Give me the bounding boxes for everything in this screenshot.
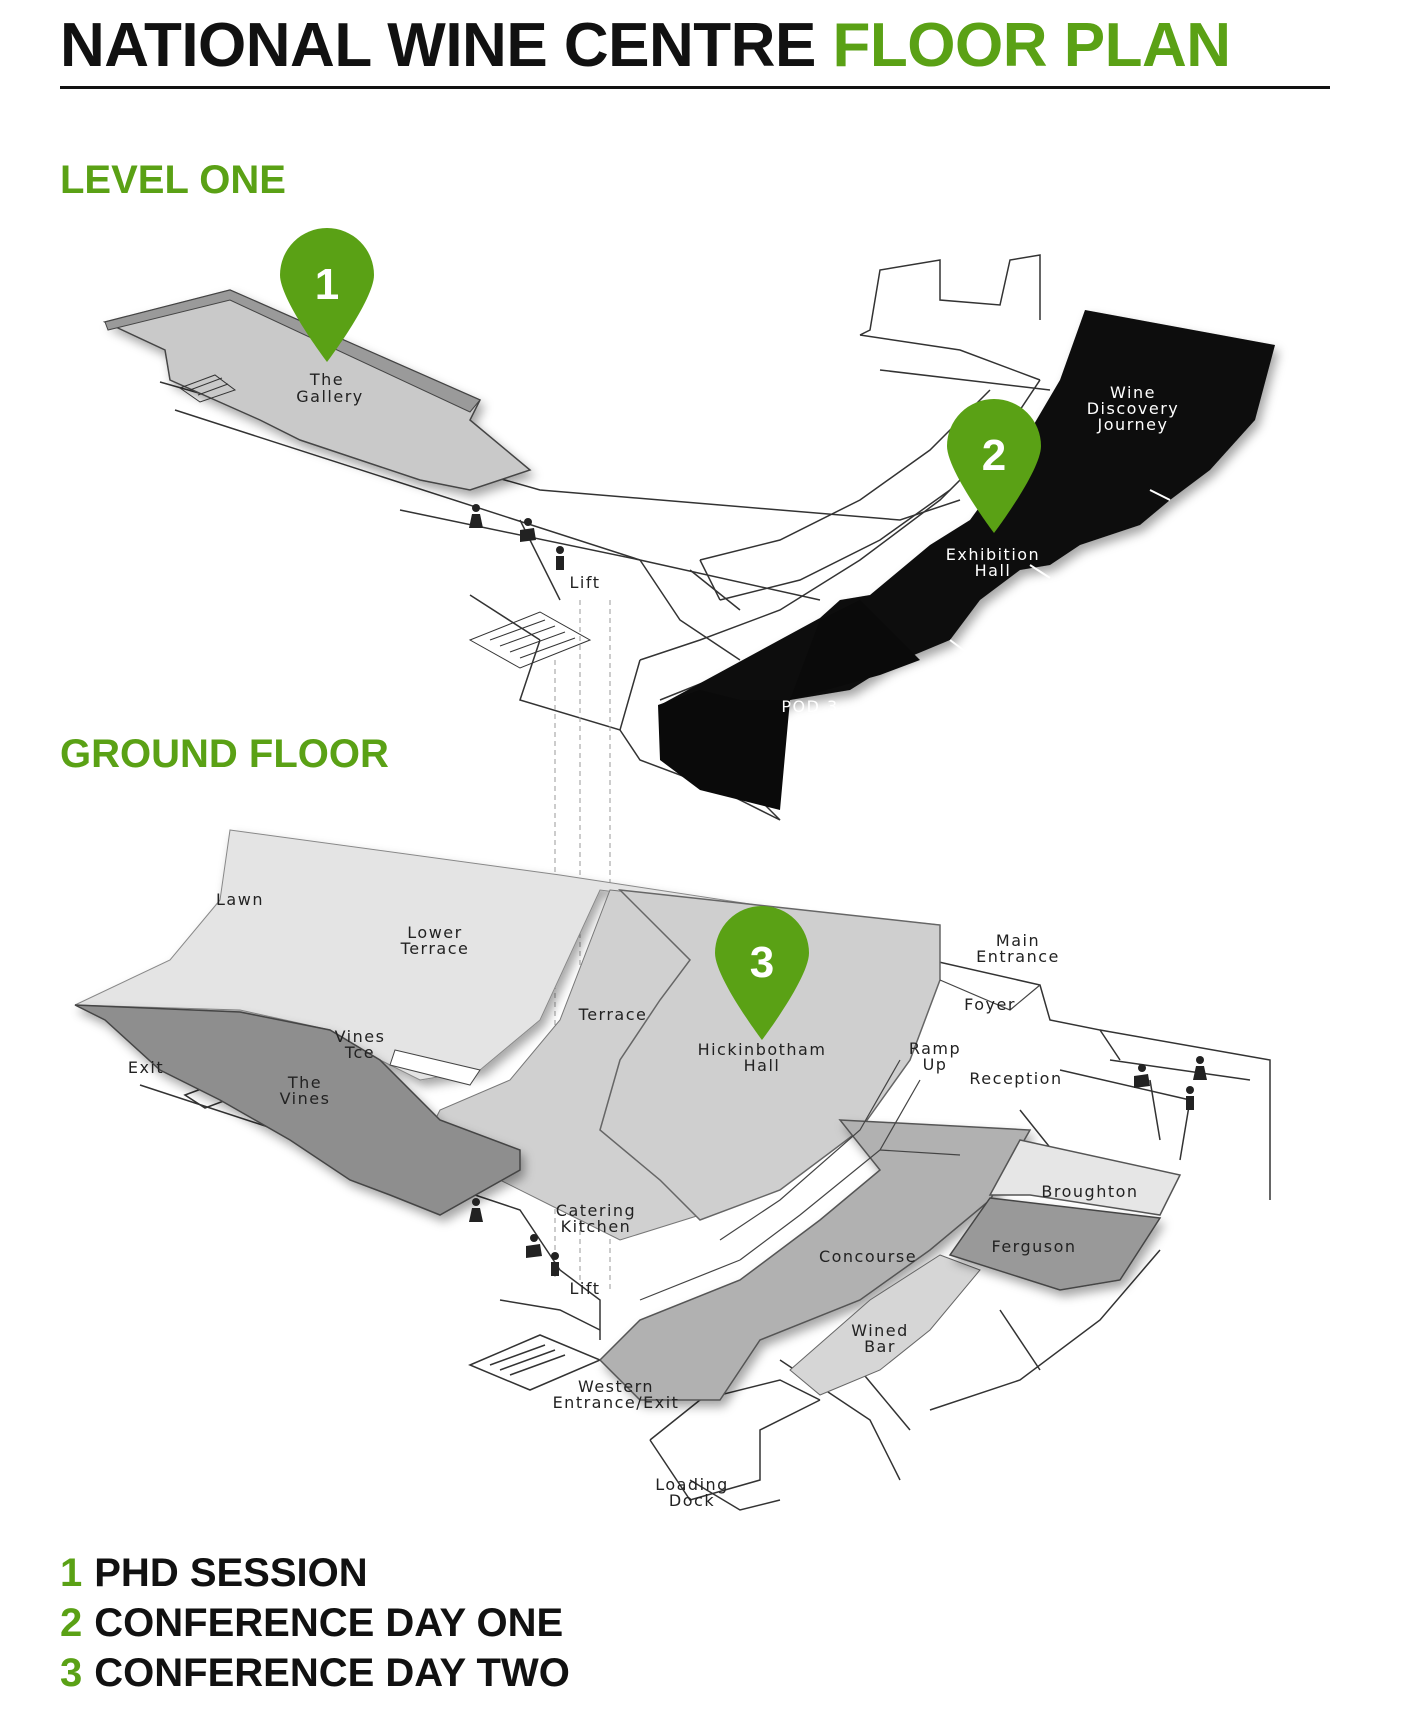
ground-floor-plan: Lawn Lower Terrace Terrace Hickinbotham …	[74, 829, 1271, 1511]
marker-2-number: 2	[982, 431, 1006, 480]
western-entrance-label-2: Entrance/Exit	[553, 1393, 680, 1412]
terrace-label: Terrace	[578, 1005, 648, 1024]
the-vines-label-2: Vines	[280, 1089, 331, 1108]
legend-label: CONFERENCE DAY ONE	[94, 1601, 564, 1645]
title-rule	[60, 86, 1330, 89]
gallery-label-1: The	[309, 370, 344, 389]
main-entrance-label-1: Main	[996, 931, 1040, 950]
vines-tce-label-1: Vines	[335, 1027, 386, 1046]
ground-floor-heading: GROUND FLOOR	[60, 732, 389, 776]
loading-dock-label-1: Loading	[655, 1475, 729, 1494]
loading-dock-label-2: Dock	[669, 1491, 715, 1510]
reception-label: Reception	[969, 1069, 1062, 1088]
title-accent: FLOOR PLAN	[832, 11, 1231, 80]
exhibition-hall-label-1: Exhibition	[946, 545, 1040, 564]
wine-discovery-label-3: Journey	[1097, 415, 1169, 434]
concourse-area	[598, 1119, 1032, 1401]
gallery-label: The Gallery	[296, 370, 363, 406]
marker-1[interactable]: 1	[280, 228, 374, 362]
map-pin-icon	[280, 228, 374, 362]
broughton-area	[988, 1139, 1182, 1216]
catering-label-2: Kitchen	[561, 1217, 632, 1236]
gallery-label-2: Gallery	[296, 387, 363, 406]
foyer-label: Foyer	[964, 995, 1016, 1014]
exhibition-hall-label-2: Hall	[975, 561, 1012, 580]
wine-discovery-label-1: Wine	[1110, 383, 1156, 402]
map-pin-icon	[714, 905, 809, 1040]
marker-1-number: 1	[315, 260, 339, 309]
ramp-up-label-2: Up	[923, 1055, 948, 1074]
pod3-label: POD 3	[781, 697, 838, 716]
western-entrance-label-1: Western	[578, 1377, 654, 1396]
vines-tce-label-2: Tce	[344, 1043, 375, 1062]
upper-lift-label: Lift	[570, 573, 601, 592]
exit-label: Exit	[128, 1058, 164, 1077]
legend-label: CONFERENCE DAY TWO	[94, 1651, 570, 1695]
ramp-up-label-1: Ramp	[909, 1039, 961, 1058]
legend-number: 1	[60, 1551, 83, 1595]
marker-3[interactable]: 3	[714, 905, 809, 1040]
level-one-plan: The Gallery Wine Discovery Journey Exhib…	[102, 254, 1275, 821]
title-main: NATIONAL WINE CENTRE	[60, 11, 816, 80]
legend-number: 2	[60, 1601, 83, 1645]
exhibition-hall-highlight	[660, 310, 1275, 760]
broughton-label: Broughton	[1041, 1182, 1138, 1201]
the-vines-label-1: The	[287, 1073, 322, 1092]
wined-bar-label-2: Bar	[864, 1337, 896, 1356]
wined-bar-area	[789, 1254, 981, 1396]
upper-toilets	[469, 504, 564, 570]
hickinbotham-label-1: Hickinbotham	[698, 1040, 827, 1059]
ferguson-area	[948, 1197, 1162, 1291]
concourse-label: Concourse	[819, 1247, 917, 1266]
hickinbotham-label-2: Hall	[744, 1056, 781, 1075]
legend-number: 3	[60, 1651, 83, 1695]
ferguson-label: Ferguson	[991, 1237, 1076, 1256]
upper-stairs	[178, 374, 592, 669]
map-pin-icon	[947, 399, 1041, 533]
marker-2[interactable]: 2	[947, 399, 1041, 533]
page-title: NATIONAL WINE CENTRE FLOOR PLAN	[60, 11, 1231, 80]
marker-3-number: 3	[750, 938, 774, 987]
lower-terrace-label-2: Terrace	[400, 939, 470, 958]
catering-label-1: Catering	[556, 1201, 636, 1220]
lower-terrace-label-1: Lower	[407, 923, 462, 942]
ground-toilets	[469, 1056, 1207, 1276]
ground-lift-label: Lift	[570, 1279, 601, 1298]
lawn-label: Lawn	[216, 890, 264, 909]
wined-bar-label-1: Wined	[851, 1321, 909, 1340]
the-vines-area	[74, 1004, 521, 1216]
level-one-heading: LEVEL ONE	[60, 158, 286, 202]
legend-label: PHD SESSION	[94, 1551, 368, 1595]
main-entrance-label-2: Entrance	[976, 947, 1060, 966]
wine-discovery-label-2: Discovery	[1087, 399, 1180, 418]
